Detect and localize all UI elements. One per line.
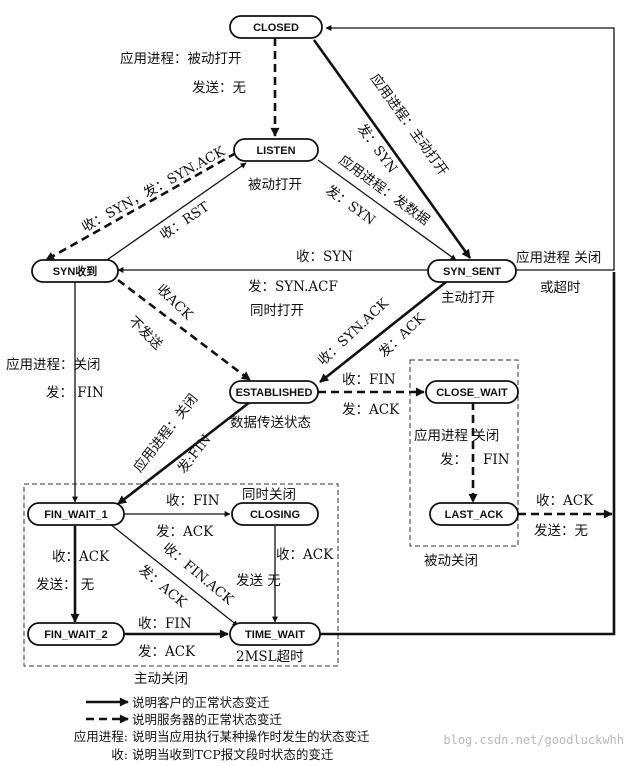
watermark: blog.csdn.net/goodluckwhh <box>443 733 624 747</box>
caption-listen: 被动打开 <box>248 176 302 193</box>
state-fin-wait-2: FIN_WAIT_2 <box>27 622 125 646</box>
label-closing-timewait-2: 发送 无 <box>236 573 281 589</box>
label-est-closewait-2: 发：ACK <box>342 402 400 418</box>
active-close-region <box>23 483 339 667</box>
caption-simultaneous-close: 同时关闭 <box>242 487 296 503</box>
label-closewait-lastack-2: 发： <box>440 452 467 468</box>
arrow-closed-to-syn-sent <box>312 39 472 259</box>
state-syn-rcvd: SYN收到 <box>31 259 119 283</box>
arrow-listen-to-syn-rcvd <box>45 151 237 262</box>
arrow-listen-to-syn-sent <box>317 159 457 261</box>
state-fin-wait-1-label: FIN_WAIT_1 <box>44 509 108 521</box>
label-synrcvd-est-2: 不发送 <box>125 313 166 353</box>
state-time-wait: TIME_WAIT <box>229 622 321 646</box>
arrow-established-to-fin-wait-1 <box>117 400 251 506</box>
caption-active-close: 主动关闭 <box>134 671 188 687</box>
label-synsent-est-1: 收：SYN.ACK <box>315 295 393 369</box>
state-last-ack: LAST_ACK <box>429 502 519 526</box>
label-closed-listen-1: 应用进程：被动打开 <box>120 50 242 67</box>
label-synrcvd-est-1: 收ACK <box>153 281 196 323</box>
label-fw2-timewait-1: 收：FIN <box>138 616 192 632</box>
arrow-syn-sent-to-established <box>319 280 447 384</box>
caption-passive-close: 被动关闭 <box>424 553 478 569</box>
legend-recv-desc: 说明当收到TCP报文段时状态的变迁 <box>132 747 334 762</box>
state-close-wait: CLOSE_WAIT <box>425 380 519 404</box>
state-syn-rcvd-label: SYN收到 <box>53 264 98 278</box>
label-lastack-closed-1: 收：ACK <box>536 493 594 509</box>
label-synsent-synrcvd-1: 收：SYN <box>296 249 353 265</box>
label-synsent-closed-1: 应用进程 关闭 <box>516 249 601 266</box>
label-fw1-fw2-2: 发送： 无 <box>36 577 94 593</box>
state-established: ESTABLISHED <box>229 380 319 404</box>
label-synrcvd-fw1-1: 应用进程：关闭 <box>6 356 101 373</box>
label-est-fw1-2: 发:FIN <box>175 431 215 476</box>
state-closing: CLOSING <box>231 502 319 526</box>
state-close-wait-label: CLOSE_WAIT <box>436 387 508 399</box>
state-syn-sent-label: SYN_SENT <box>443 266 501 278</box>
state-fin-wait-1: FIN_WAIT_1 <box>27 502 125 526</box>
state-closed-label: CLOSED <box>253 22 299 34</box>
arrow-time-wait-to-closed <box>320 272 616 636</box>
label-lastack-closed-2: 发送：无 <box>534 523 588 539</box>
state-closed: CLOSED <box>229 15 323 39</box>
state-last-ack-label: LAST_ACK <box>445 509 504 521</box>
label-est-closewait-1: 收：FIN <box>342 372 396 388</box>
state-time-wait-label: TIME_WAIT <box>245 629 305 641</box>
label-fw1-fw2-1: 收：ACK <box>52 549 110 565</box>
legend-solid-text: 说明客户的正常状态变迁 <box>132 695 270 710</box>
label-synrcvd-fw1-2: 发： FIN <box>46 385 104 401</box>
state-listen-label: LISTEN <box>256 145 295 157</box>
legend-app-prefix: 应用进程: <box>74 729 128 744</box>
legend-dashed-text: 说明服务器的正常状态变迁 <box>132 712 283 727</box>
caption-time-wait: 2MSL超时 <box>236 649 304 665</box>
arrow-syn-rcvd-to-listen <box>103 162 247 263</box>
label-fw1-closing-1: 收：FIN <box>166 493 220 509</box>
legend-recv-prefix: 收: <box>111 747 128 762</box>
label-closing-timewait-1: 收：ACK <box>276 547 334 563</box>
arrow-fin-wait-1-to-time-wait <box>109 523 239 627</box>
passive-close-region <box>409 359 519 547</box>
legend: 说明客户的正常状态变迁 说明服务器的正常状态变迁 应用进程: 说明当应用执行某种… <box>74 695 370 762</box>
state-listen: LISTEN <box>233 138 319 162</box>
legend-app-desc: 说明当应用执行某种操作时发生的状态变迁 <box>132 729 370 744</box>
arrow-syn-rcvd-to-established <box>117 278 251 382</box>
caption-simultaneous-open: 同时打开 <box>250 302 304 319</box>
label-closed-listen-2: 发送：无 <box>192 80 246 96</box>
caption-established: 数据传送状态 <box>230 415 311 431</box>
label-synsent-closed-2: 或超时 <box>540 280 581 296</box>
caption-syn-sent: 主动打开 <box>441 289 495 306</box>
arrow-syn-sent-to-closed <box>325 25 615 271</box>
label-synsent-synrcvd-2: 发：SYN.ACF <box>248 279 338 295</box>
label-listen-synrcvd-1: 收：SYN，发：SYN.ACK <box>79 143 228 236</box>
label-closewait-lastack-1: 应用进程 关闭 <box>414 427 499 444</box>
state-fin-wait-2-label: FIN_WAIT_2 <box>44 629 108 641</box>
label-closewait-lastack-3: FIN <box>483 452 510 468</box>
state-established-label: ESTABLISHED <box>236 387 313 399</box>
label-fw2-timewait-2: 发：ACK <box>138 644 196 660</box>
state-closing-label: CLOSING <box>250 509 300 521</box>
state-syn-sent: SYN_SENT <box>427 259 517 283</box>
label-fw1-closing-2: 发：ACK <box>156 524 214 540</box>
